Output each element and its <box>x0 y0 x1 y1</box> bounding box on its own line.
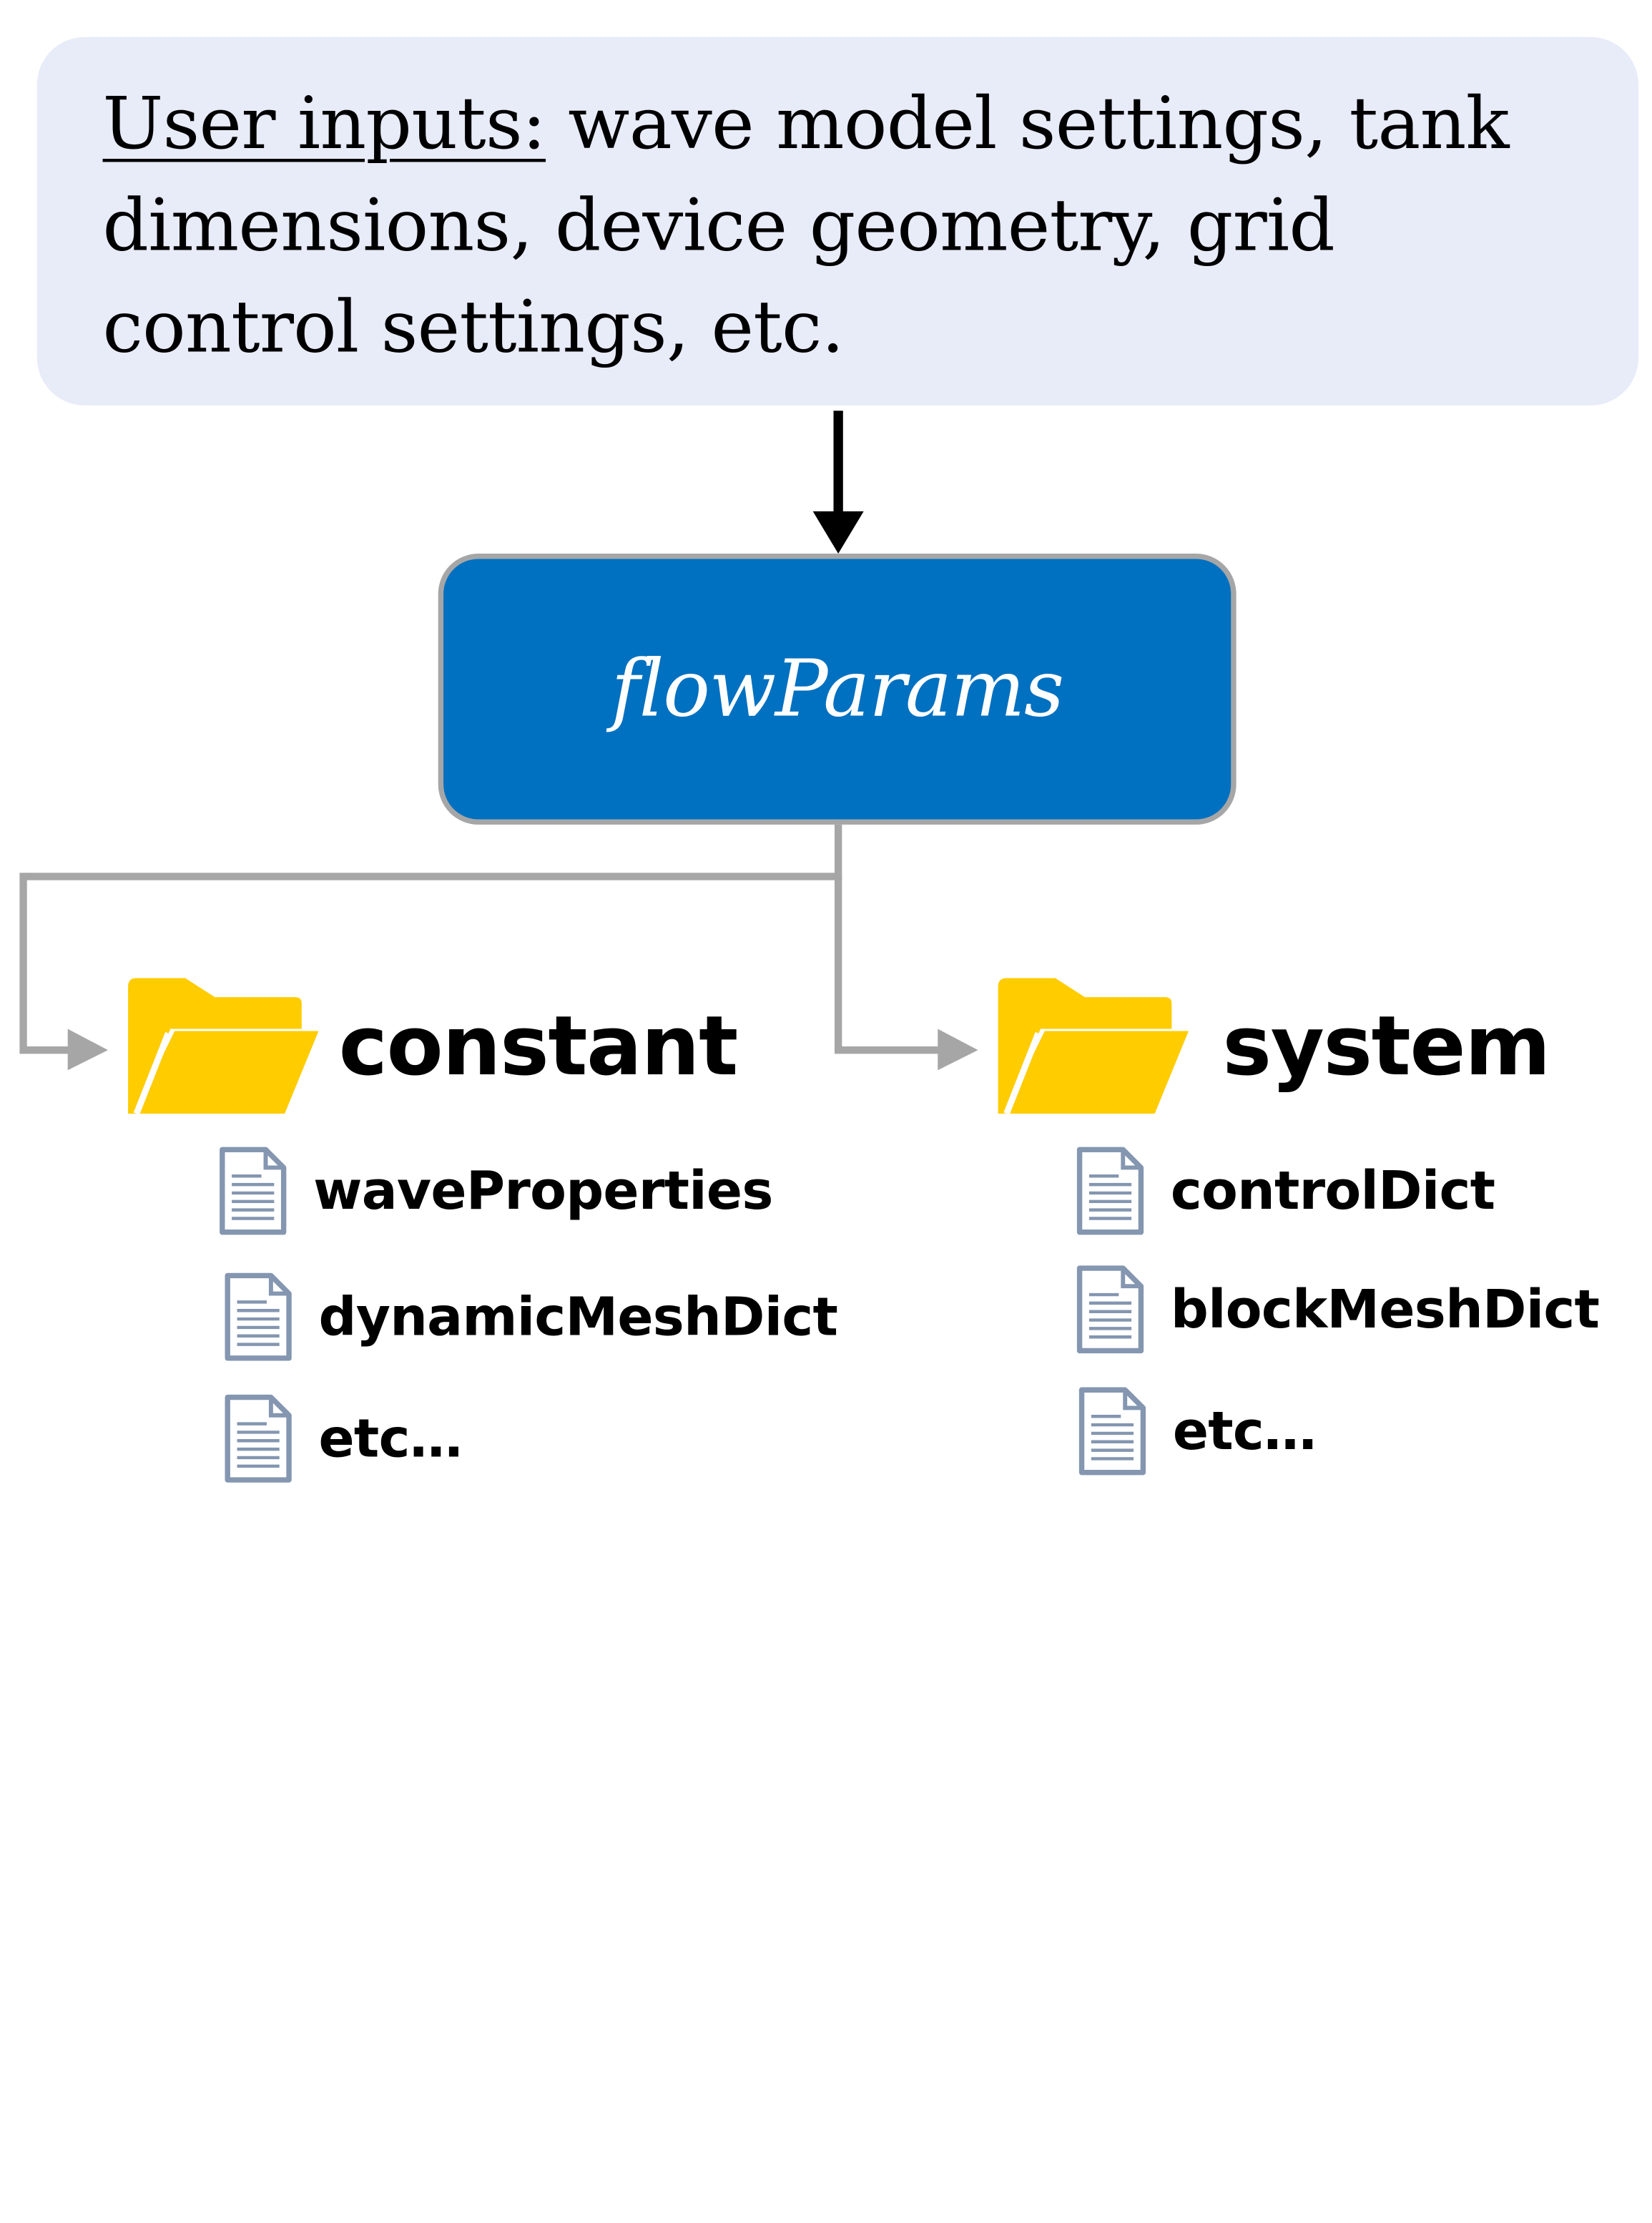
file-name: blockMeshDict <box>1170 1278 1600 1340</box>
document-icon <box>220 1147 287 1235</box>
file-item: etc… <box>225 1391 463 1486</box>
file-name: dynamicMeshDict <box>318 1286 838 1348</box>
file-name: etc… <box>318 1408 462 1470</box>
user-inputs-heading: User inputs: <box>102 82 546 167</box>
tree-connectors <box>19 824 943 1054</box>
file-item: dynamicMeshDict <box>225 1270 838 1365</box>
user-inputs-text-1: wave model settings, tank <box>546 82 1509 167</box>
connectors <box>19 411 1189 1115</box>
folder-label-constant: constant <box>338 999 739 1095</box>
folder-icon <box>998 978 1189 1115</box>
input-arrow-head <box>812 511 864 554</box>
arrowhead-system <box>938 1029 978 1071</box>
file-item: etc… <box>1078 1383 1317 1478</box>
file-item: blockMeshDict <box>1076 1262 1600 1357</box>
document-icon <box>225 1394 292 1483</box>
file-name: waveProperties <box>313 1160 773 1222</box>
flowparams-node: flowParams <box>438 554 1236 825</box>
flowparams-label: flowParams <box>611 643 1065 735</box>
user-inputs-line-1: User inputs: wave model settings, tank <box>103 74 1596 176</box>
document-icon <box>1076 1265 1144 1354</box>
document-icon <box>1076 1147 1144 1235</box>
user-inputs-line-3: control settings, etc. <box>102 285 845 370</box>
document-icon <box>1078 1387 1146 1476</box>
user-inputs-box: User inputs: wave model settings, tank d… <box>36 36 1639 406</box>
arrowhead-constant <box>67 1029 108 1071</box>
connector-to-constant <box>19 824 842 1054</box>
folder-label-system: system <box>1222 999 1550 1095</box>
document-icon <box>225 1272 292 1361</box>
user-inputs-line-2: dimensions, device geometry, grid <box>102 184 1335 268</box>
connector-to-system <box>834 876 943 1054</box>
folder-icon <box>128 978 319 1115</box>
file-item: waveProperties <box>219 1143 773 1238</box>
file-name: controlDict <box>1170 1160 1495 1222</box>
file-name: etc… <box>1172 1400 1317 1462</box>
file-item: controlDict <box>1076 1143 1495 1238</box>
